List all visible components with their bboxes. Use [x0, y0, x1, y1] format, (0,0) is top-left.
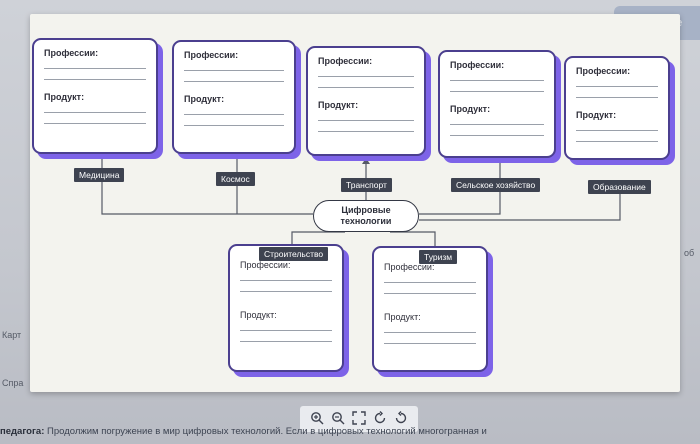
card-construction[interactable]: Профессии: Продукт: [228, 244, 344, 372]
blank-line[interactable] [450, 91, 544, 92]
blank-line[interactable] [240, 341, 332, 342]
tag-construction: Строительство [259, 247, 329, 261]
blank-line[interactable] [184, 114, 284, 115]
card-agriculture[interactable]: Профессии: Продукт: [438, 50, 556, 158]
side-text-left-2: Спра [2, 378, 24, 388]
blank-line[interactable] [576, 86, 658, 87]
teacher-note-prefix: педагога: [0, 426, 45, 437]
card-medicine[interactable]: Профессии: Продукт: [32, 38, 158, 154]
center-node: Цифровые технологии [313, 200, 419, 232]
teacher-note-text: Продолжим погружение в мир цифровых техн… [47, 426, 487, 437]
blank-line[interactable] [240, 330, 332, 331]
blank-line[interactable] [44, 112, 146, 113]
blank-line[interactable] [384, 332, 476, 333]
tag-transport: Транспорт [341, 178, 392, 192]
side-text-left-1: Карт [2, 330, 22, 340]
blank-line[interactable] [240, 280, 332, 281]
blank-line[interactable] [44, 123, 146, 124]
professions-label: Профессии: [384, 262, 435, 272]
blank-line[interactable] [576, 130, 658, 131]
tag-education: Образование [588, 180, 651, 194]
professions-label: Профессии: [576, 66, 631, 76]
blank-line[interactable] [184, 81, 284, 82]
rotate-icon[interactable] [372, 411, 388, 427]
blank-line[interactable] [184, 70, 284, 71]
refresh-icon[interactable] [393, 411, 409, 427]
center-line-1: Цифровые [341, 205, 391, 215]
zoom-in-icon[interactable] [309, 411, 325, 427]
blank-line[interactable] [184, 125, 284, 126]
line-agriculture [419, 156, 501, 215]
product-label: Продукт: [44, 92, 85, 102]
arrow-transport [362, 158, 370, 164]
blank-line[interactable] [450, 135, 544, 136]
blank-line[interactable] [450, 80, 544, 81]
zoom-out-icon[interactable] [330, 411, 346, 427]
product-label: Продукт: [384, 312, 421, 322]
blank-line[interactable] [318, 120, 414, 121]
blank-line[interactable] [318, 131, 414, 132]
mindmap-board: Профессии: Продукт: Профессии: Продукт: … [30, 14, 680, 392]
professions-label: Профессии: [44, 48, 99, 58]
tag-agriculture: Сельское хозяйство [451, 178, 541, 192]
zoom-toolbar [300, 406, 418, 432]
blank-line[interactable] [44, 79, 146, 80]
card-space[interactable]: Профессии: Продукт: [172, 40, 296, 154]
product-label: Продукт: [576, 110, 617, 120]
blank-line[interactable] [384, 282, 476, 283]
side-text-right: об [684, 248, 695, 258]
professions-label: Профессии: [318, 56, 373, 66]
product-label: Продукт: [318, 100, 359, 110]
blank-line[interactable] [384, 343, 476, 344]
product-label: Продукт: [184, 94, 225, 104]
tag-space: Космос [216, 172, 255, 186]
blank-line[interactable] [44, 68, 146, 69]
professions-label: Профессии: [184, 50, 239, 60]
line-education [419, 184, 621, 221]
professions-label: Профессии: [450, 60, 505, 70]
product-label: Продукт: [240, 310, 277, 320]
blank-line[interactable] [450, 124, 544, 125]
center-line-2: технологии [340, 216, 392, 226]
blank-line[interactable] [576, 97, 658, 98]
blank-line[interactable] [318, 87, 414, 88]
blank-line[interactable] [318, 76, 414, 77]
blank-line[interactable] [240, 291, 332, 292]
teacher-note: педагога: Продолжим погружение в мир циф… [0, 426, 700, 437]
professions-label: Профессии: [240, 260, 291, 270]
product-label: Продукт: [450, 104, 491, 114]
card-tourism[interactable]: Профессии: Продукт: [372, 246, 488, 372]
card-transport[interactable]: Профессии: Продукт: [306, 46, 426, 156]
fullscreen-icon[interactable] [351, 411, 367, 427]
tag-tourism: Туризм [419, 250, 458, 264]
blank-line[interactable] [384, 293, 476, 294]
line-medicine [101, 156, 313, 215]
card-education[interactable]: Профессии: Продукт: [564, 56, 670, 160]
tag-medicine: Медицина [74, 168, 125, 182]
blank-line[interactable] [576, 141, 658, 142]
